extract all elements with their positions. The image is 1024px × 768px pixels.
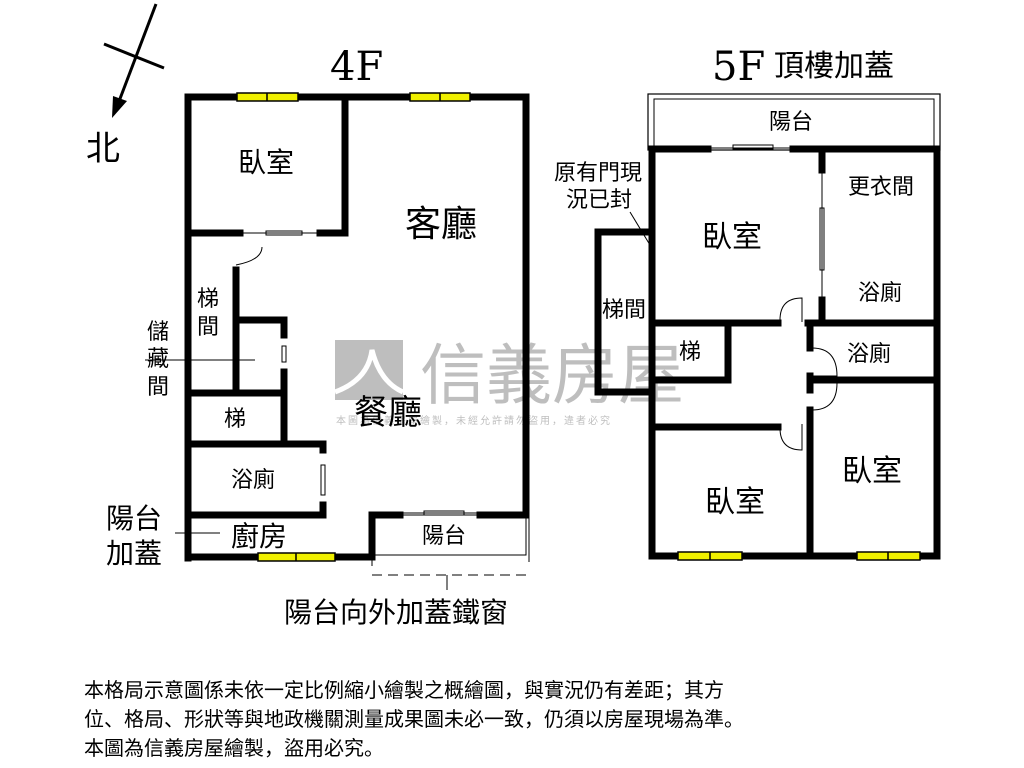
room-bedroom: 臥室 — [238, 146, 294, 179]
room-storage: 間 — [147, 375, 169, 400]
floor4-thin-lines — [145, 230, 530, 590]
balcony-addition-label: 陽台 — [106, 502, 162, 535]
watermark: 信義房屋 本圖為信義房屋繪製，未經允許請勿盜用，違者必究 — [334, 337, 684, 427]
room-storage: 儲 — [147, 320, 169, 345]
balcony-addition-label: 加蓋 — [106, 537, 162, 570]
north-arrow-icon — [103, 3, 165, 118]
room-bedroom: 臥室 — [705, 485, 765, 520]
sealed-door-note: 況已封 — [566, 188, 632, 213]
watermark-brand: 信義房屋 — [420, 337, 684, 414]
room-bathroom: 浴廁 — [231, 468, 275, 493]
floor4-windows — [236, 92, 471, 562]
north-label: 北 — [86, 129, 120, 169]
floor4-title: 4F — [330, 44, 383, 90]
room-bedroom-main: 臥室 — [702, 220, 762, 255]
room-bathroom: 浴廁 — [858, 281, 902, 306]
disclaimer: 本格局示意圖係未依一定比例縮小繪製之概繪圖，與實況仍有差距；其方 位、格局、形狀… — [84, 676, 744, 763]
room-stairwell: 梯 — [197, 287, 219, 312]
disclaimer-line: 位、格局、形狀等與地政機關測量成果圖未必一致，仍須以房屋現場為準。 — [84, 707, 744, 731]
room-balcony: 陽台 — [422, 524, 466, 549]
room-storage: 藏 — [147, 347, 169, 372]
room-stairs: 梯 — [679, 340, 701, 365]
room-living-room: 客廳 — [405, 204, 477, 245]
room-bedroom: 臥室 — [842, 454, 902, 489]
floor5-title: 5F — [712, 44, 765, 90]
watermark-notice: 本圖為信義房屋繪製，未經允許請勿盜用，違者必究 — [336, 414, 612, 427]
room-balcony: 陽台 — [769, 110, 813, 135]
room-bathroom: 浴廁 — [847, 342, 891, 367]
watermark-logo-icon — [335, 340, 403, 400]
balcony-iron-window-label: 陽台向外加蓋鐵窗 — [284, 596, 508, 629]
room-dining-room: 餐廳 — [354, 393, 422, 433]
room-stairs: 梯 — [224, 407, 246, 432]
room-stairwell: 間 — [197, 315, 219, 340]
sealed-door-note: 原有門現 — [554, 161, 642, 186]
room-dressing-room: 更衣間 — [848, 175, 914, 200]
floor5-windows — [677, 551, 921, 561]
floor5-thin-lines — [629, 144, 838, 451]
floor5-subtitle: 頂樓加蓋 — [774, 49, 894, 84]
room-stairwell: 梯間 — [602, 298, 646, 323]
disclaimer-line: 本格局示意圖係未依一定比例縮小繪製之概繪圖，與實況仍有差距；其方 — [84, 678, 724, 702]
room-kitchen: 廚房 — [231, 520, 287, 553]
disclaimer-line: 本圖為信義房屋繪製，盜用必究。 — [84, 736, 384, 760]
